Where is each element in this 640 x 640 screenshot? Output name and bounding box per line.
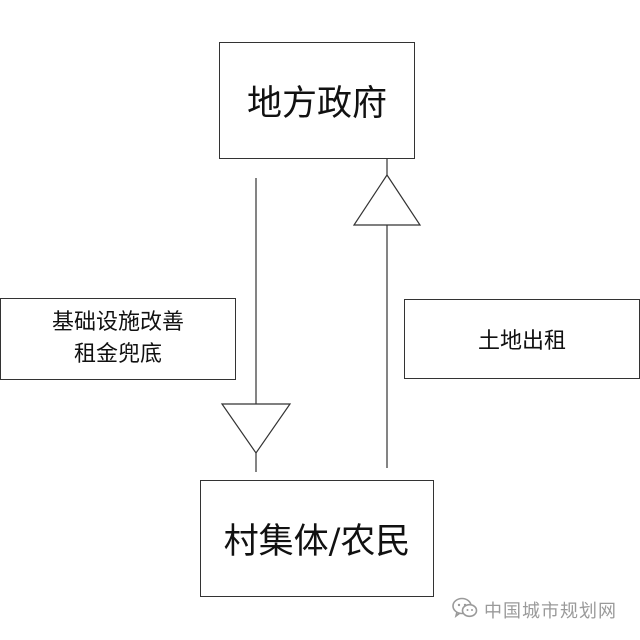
down-arrow-head <box>220 403 292 455</box>
local-government-label: 地方政府 <box>246 84 387 124</box>
wechat-icon <box>452 597 478 624</box>
watermark-text: 中国城市规划网 <box>484 601 617 622</box>
village-collective-label: 村集体/农民 <box>223 522 411 562</box>
local-government-node: 地方政府 <box>219 42 415 159</box>
infrastructure-rent-guarantee-label-box: 基础设施改善 租金兜底 <box>0 298 236 380</box>
right-flow-label: 土地出租 <box>477 329 566 354</box>
left-flow-line-1: 基础设施改善 <box>51 310 184 335</box>
left-flow-line-2: 租金兜底 <box>73 342 162 367</box>
land-lease-label-box: 土地出租 <box>404 299 640 379</box>
watermark: 中国城市规划网 <box>452 596 617 624</box>
up-arrow-head <box>352 173 422 226</box>
village-collective-node: 村集体/农民 <box>200 480 434 597</box>
